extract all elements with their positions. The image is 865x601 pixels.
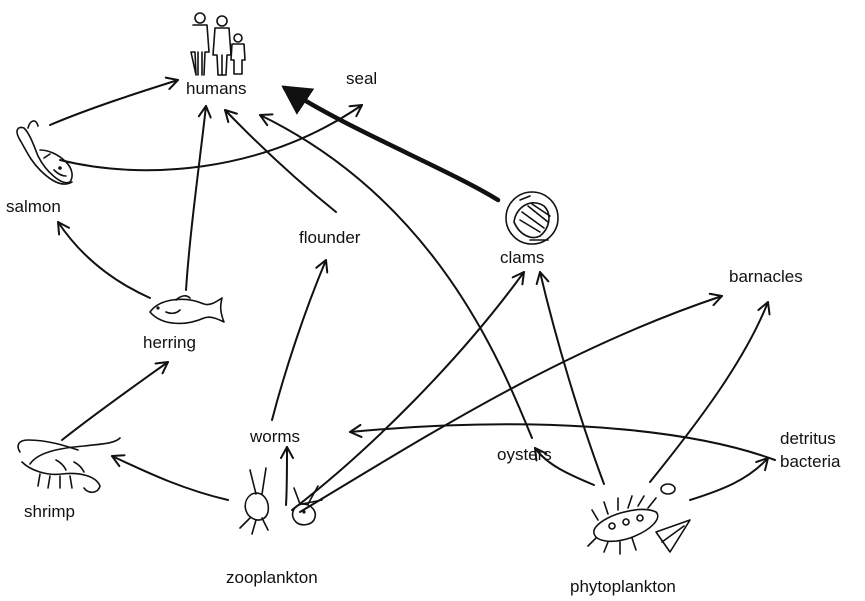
salmon-drawing-icon <box>16 120 73 185</box>
arrow-flounder-to-humans <box>224 109 337 213</box>
label-barnacles: barnacles <box>729 267 803 286</box>
label-zooplankton: zooplankton <box>226 568 318 587</box>
feeding-arrows <box>49 76 776 513</box>
label-oysters: oysters <box>497 445 552 464</box>
arrow-zooplankton-to-worms <box>279 446 294 506</box>
label-seal: seal <box>346 69 377 88</box>
phytoplankton-drawing-icon <box>587 483 691 555</box>
humans-drawing-icon <box>190 12 246 76</box>
arrow-phytoplankton-to-oysters <box>534 447 595 486</box>
arrow-phytoplankton-to-detritus <box>689 457 769 501</box>
arrow-phytoplankton-to-barnacles <box>649 301 771 483</box>
arrow-zooplankton-to-clams <box>291 271 525 511</box>
arrow-detritus-to-worms <box>349 423 776 461</box>
label-detritus: detritus <box>780 429 836 448</box>
arrow-shrimp-to-herring <box>61 361 169 441</box>
clams-drawing-icon <box>505 191 559 245</box>
arrow-herring-to-salmon <box>57 221 151 299</box>
arrow-phytoplankton-to-clams <box>535 271 605 485</box>
label-bacteria: bacteria <box>780 452 841 471</box>
label-clams: clams <box>500 248 544 267</box>
label-worms: worms <box>249 427 300 446</box>
label-humans: humans <box>186 79 246 98</box>
shrimp-drawing-icon <box>17 437 121 494</box>
label-flounder: flounder <box>299 228 361 247</box>
arrow-salmon-to-humans <box>49 76 179 126</box>
organism-labels: humans seal salmon flounder clams barnac… <box>6 69 841 596</box>
arrow-zooplankton-to-barnacles <box>299 292 723 513</box>
label-shrimp: shrimp <box>24 502 75 521</box>
arrow-worms-to-flounder <box>271 259 329 421</box>
arrow-zooplankton-to-shrimp <box>111 454 229 501</box>
label-herring: herring <box>143 333 196 352</box>
arrow-salmon-to-seal <box>59 104 363 172</box>
herring-drawing-icon <box>149 295 225 325</box>
arrow-oysters-to-humans <box>259 113 533 439</box>
label-phytoplankton: phytoplankton <box>570 577 676 596</box>
arrow-clams-to-humans <box>281 85 501 203</box>
zooplankton-drawing-icon <box>239 467 323 535</box>
label-salmon: salmon <box>6 197 61 216</box>
arrow-herring-to-humans <box>185 105 212 291</box>
